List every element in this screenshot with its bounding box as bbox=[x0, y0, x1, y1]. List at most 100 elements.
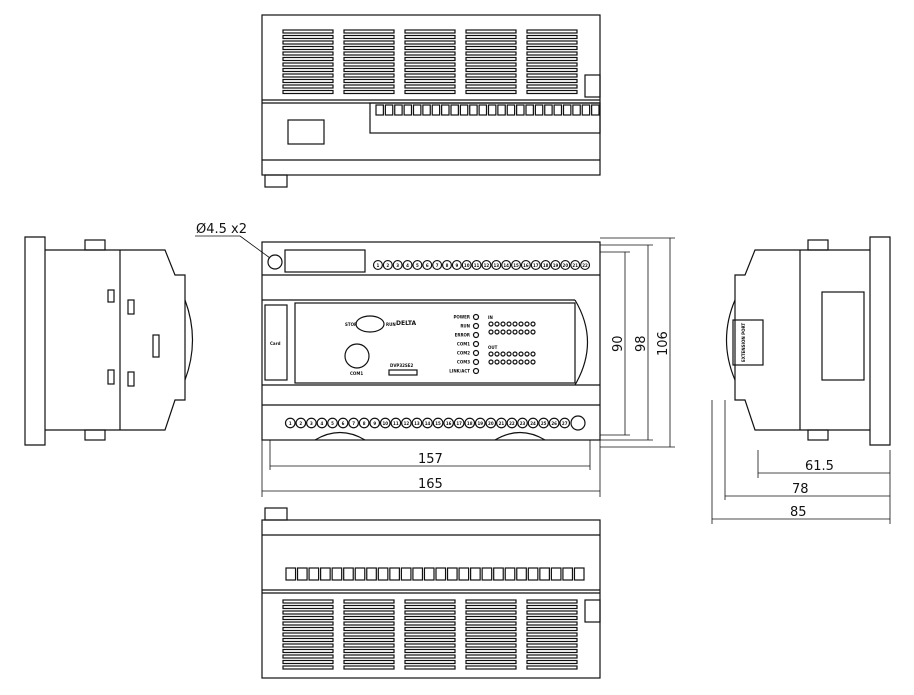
terminal-screw bbox=[572, 104, 581, 116]
io-led-icon bbox=[530, 351, 536, 357]
vent-slot bbox=[343, 34, 395, 40]
terminal-screw bbox=[320, 567, 331, 581]
vent-slot bbox=[343, 615, 395, 621]
terminal[interactable] bbox=[453, 417, 465, 429]
terminal[interactable] bbox=[411, 417, 423, 429]
vent-slot bbox=[526, 29, 578, 34]
terminal[interactable] bbox=[432, 417, 444, 429]
terminal-screw bbox=[487, 104, 497, 116]
terminal-number: 10 bbox=[464, 263, 470, 268]
vent-slot bbox=[465, 621, 517, 626]
terminal[interactable] bbox=[295, 417, 307, 429]
terminal[interactable] bbox=[491, 259, 502, 271]
vent-slot bbox=[282, 51, 334, 56]
terminal[interactable] bbox=[560, 259, 571, 271]
vent-slot bbox=[282, 637, 334, 643]
terminal[interactable] bbox=[402, 259, 413, 271]
vent-slot bbox=[282, 89, 334, 95]
terminal[interactable] bbox=[372, 259, 383, 271]
terminal-number: 2 bbox=[386, 263, 389, 268]
terminal[interactable] bbox=[506, 417, 518, 429]
terminal[interactable] bbox=[348, 417, 359, 429]
terminal[interactable] bbox=[422, 417, 433, 429]
width-157: 157 bbox=[418, 452, 443, 467]
io-led-icon bbox=[530, 359, 536, 365]
vent-slot bbox=[526, 643, 578, 648]
terminal[interactable] bbox=[520, 259, 531, 271]
depth-85: 85 bbox=[790, 505, 807, 520]
terminal[interactable] bbox=[441, 259, 453, 271]
extension-port-label: EXTENSION PORT bbox=[741, 323, 746, 362]
led-label: ERROR bbox=[455, 333, 470, 338]
width-165: 165 bbox=[418, 477, 443, 492]
vent-slot bbox=[526, 615, 578, 621]
terminal[interactable] bbox=[481, 259, 492, 271]
terminal-screw bbox=[527, 567, 539, 581]
vent-slot bbox=[404, 604, 456, 610]
in-label: IN bbox=[488, 315, 493, 320]
terminal[interactable] bbox=[401, 417, 412, 429]
terminal[interactable] bbox=[306, 417, 317, 429]
terminal[interactable] bbox=[316, 417, 328, 429]
terminal-number: 7 bbox=[352, 421, 355, 426]
terminal[interactable] bbox=[496, 417, 507, 429]
vent-slot bbox=[404, 45, 456, 51]
terminal[interactable] bbox=[443, 417, 454, 429]
terminal[interactable] bbox=[570, 259, 581, 271]
vent-slot bbox=[404, 615, 456, 621]
terminal[interactable] bbox=[501, 259, 512, 271]
terminal[interactable] bbox=[461, 259, 472, 271]
terminal-number: 14 bbox=[503, 263, 509, 268]
terminal[interactable] bbox=[284, 417, 296, 429]
terminal-number: 22 bbox=[582, 263, 588, 268]
terminal[interactable] bbox=[559, 417, 571, 429]
terminal[interactable] bbox=[517, 417, 528, 429]
terminal[interactable] bbox=[540, 259, 551, 271]
terminal[interactable] bbox=[432, 259, 443, 271]
extension-port[interactable] bbox=[732, 319, 764, 366]
terminal-screw bbox=[377, 567, 389, 581]
terminal[interactable] bbox=[327, 417, 338, 429]
io-led-icon bbox=[488, 359, 494, 365]
terminal-screw bbox=[423, 567, 435, 581]
terminal-screw bbox=[450, 104, 459, 116]
terminal[interactable] bbox=[527, 417, 539, 429]
vent-slot bbox=[282, 45, 334, 51]
terminal[interactable] bbox=[412, 259, 423, 271]
io-led-icon bbox=[488, 351, 494, 357]
terminal[interactable] bbox=[379, 417, 391, 429]
vent-slot bbox=[404, 637, 456, 643]
terminal[interactable] bbox=[510, 259, 522, 271]
terminal[interactable] bbox=[422, 259, 433, 271]
terminal[interactable] bbox=[382, 259, 393, 271]
terminal[interactable] bbox=[451, 259, 462, 271]
terminal[interactable] bbox=[392, 259, 403, 271]
terminal-number: 18 bbox=[467, 421, 473, 426]
terminal-screw bbox=[403, 104, 413, 116]
terminal[interactable] bbox=[464, 417, 476, 429]
stop-label: STOP bbox=[345, 322, 357, 327]
terminal[interactable] bbox=[474, 417, 486, 429]
terminal-screw bbox=[534, 104, 544, 116]
terminal[interactable] bbox=[550, 259, 561, 271]
terminal[interactable] bbox=[548, 417, 560, 429]
terminal-number: 19 bbox=[477, 421, 483, 426]
terminal[interactable] bbox=[390, 417, 402, 429]
terminal[interactable] bbox=[580, 259, 591, 271]
terminal[interactable] bbox=[358, 417, 370, 429]
depth-78: 78 bbox=[792, 482, 809, 497]
terminal-number: 16 bbox=[523, 263, 529, 268]
terminal[interactable] bbox=[369, 417, 381, 429]
terminal-number: 17 bbox=[456, 421, 462, 426]
vent-slot bbox=[404, 643, 456, 648]
terminal[interactable] bbox=[485, 417, 497, 429]
terminal[interactable] bbox=[538, 417, 549, 429]
io-led-icon bbox=[494, 329, 500, 335]
vent-slot bbox=[343, 84, 395, 89]
vent-slot bbox=[343, 89, 395, 95]
run-stop-switch[interactable] bbox=[355, 315, 385, 333]
terminal[interactable] bbox=[471, 259, 482, 271]
vent-slot bbox=[282, 34, 334, 40]
terminal[interactable] bbox=[337, 417, 349, 429]
terminal[interactable] bbox=[530, 259, 541, 271]
